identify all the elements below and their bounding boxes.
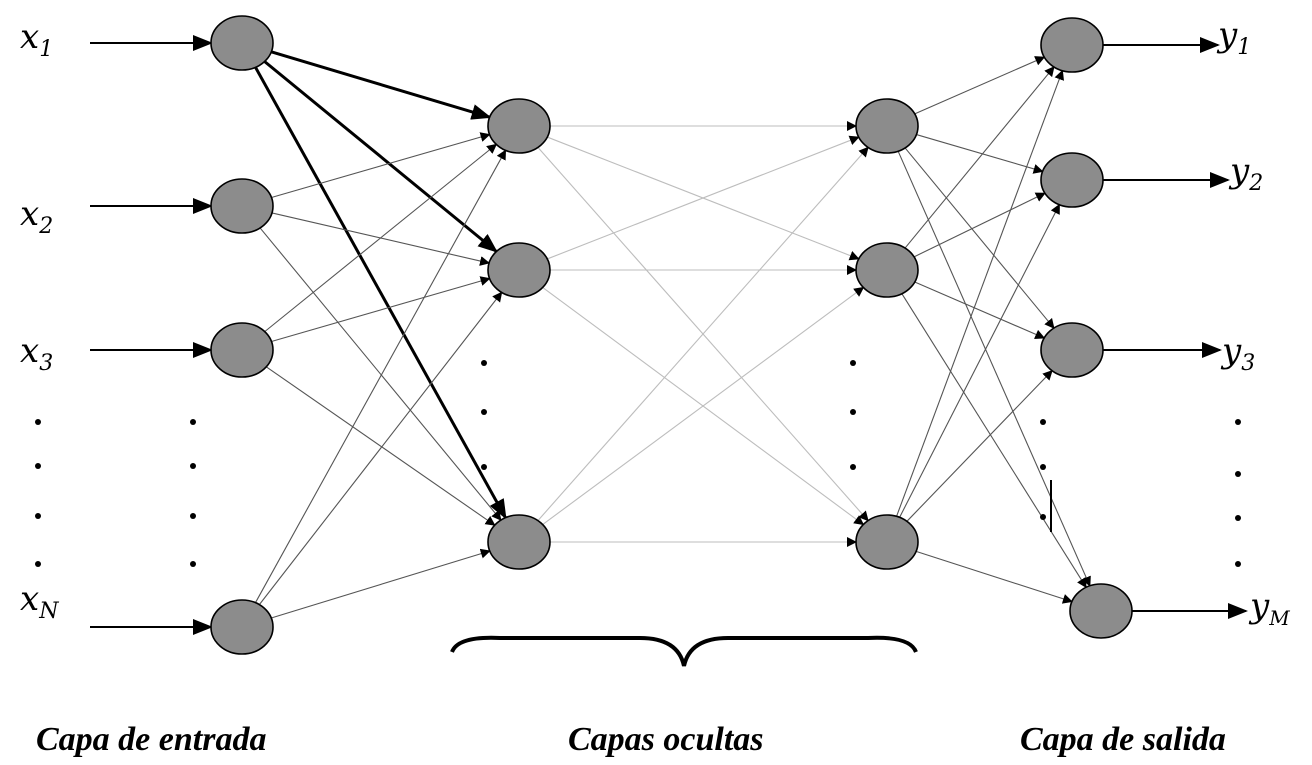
- output-labels-dot-2: [1235, 515, 1241, 521]
- output-labels-dot-3: [1235, 561, 1241, 567]
- output-label-m: yM: [1248, 586, 1290, 630]
- input-layer-dot-3: [190, 561, 196, 567]
- edge-in0-h1-0: [270, 50, 492, 120]
- ellipsis-dots: [35, 360, 1241, 567]
- input-labels-dot-0: [35, 419, 41, 425]
- hidden2-dot-0: [850, 360, 856, 366]
- io-arrows: [90, 35, 1248, 635]
- edge-h2-1-out1: [913, 192, 1046, 258]
- output-labels-dot-0: [1235, 419, 1241, 425]
- edge-in1-h1-2: [259, 227, 502, 521]
- edge-in3-h1-2: [271, 548, 491, 619]
- hidden2-dot-2: [850, 464, 856, 470]
- input-layer-dot-1: [190, 463, 196, 469]
- edge-h2-0-out0: [914, 56, 1046, 115]
- output-labels-dot-1: [1235, 471, 1241, 477]
- output-neuron-3: [1069, 583, 1133, 639]
- edge-h2-1-out3: [901, 293, 1087, 589]
- edge-in0-h1-2: [254, 66, 507, 520]
- output-layer-dot-2: [1040, 514, 1046, 520]
- output-label-2: y2: [1228, 151, 1263, 196]
- input-labels-dot-2: [35, 513, 41, 519]
- input-labels-dot-3: [35, 561, 41, 567]
- hidden1-neuron-2: [487, 514, 551, 570]
- edge-h2-0-out1: [916, 134, 1044, 174]
- hidden1-neuron-1: [487, 242, 551, 298]
- edge-h2-2-out0: [896, 69, 1064, 517]
- edge-in3-h1-0: [254, 149, 507, 603]
- connections: [254, 50, 1091, 619]
- edge-h2-2-out1: [899, 203, 1060, 518]
- edge-h1-2-h2-1: [542, 286, 865, 525]
- edge-in2-h1-2: [265, 366, 496, 526]
- edge-in2-h1-1: [271, 276, 491, 343]
- edge-h1-2-h2-0: [537, 146, 869, 521]
- input-layer-dot-2: [190, 513, 196, 519]
- input-layer-dot-0: [190, 419, 196, 425]
- input-neuron-3: [210, 599, 274, 655]
- input-label-2: x2: [20, 194, 53, 239]
- input-labels-dot-1: [35, 463, 41, 469]
- output-neuron-1: [1040, 152, 1104, 208]
- hidden1-dot-0: [481, 360, 487, 366]
- edge-in2-h1-0: [264, 143, 498, 333]
- hidden1-dot-2: [481, 464, 487, 470]
- input-label-1: x1: [20, 17, 53, 62]
- edge-in1-h1-0: [271, 132, 491, 199]
- input-layer-label: Capa de entrada: [36, 721, 266, 758]
- output-neuron-0: [1040, 17, 1104, 73]
- edge-h2-0-out3: [897, 150, 1091, 587]
- input-neuron-0: [210, 15, 274, 71]
- input-label-n: xN: [20, 579, 59, 624]
- input-neuron-2: [210, 322, 274, 378]
- hidden2-dot-1: [850, 409, 856, 415]
- edge-in0-h1-1: [263, 60, 498, 253]
- output-layer-label: Capa de salida: [1020, 721, 1226, 758]
- output-neuron-2: [1040, 322, 1104, 378]
- output-label-1: y1: [1216, 15, 1251, 60]
- input-neuron-1: [210, 178, 274, 234]
- hidden2-neuron-0: [855, 98, 919, 154]
- edge-h2-2-out3: [915, 550, 1073, 604]
- hidden2-neuron-2: [855, 514, 919, 570]
- output-label-3: y3: [1220, 331, 1255, 376]
- hidden-layers-brace: [450, 635, 918, 667]
- hidden1-neuron-0: [487, 98, 551, 154]
- edge-h1-1-h2-0: [547, 135, 860, 260]
- edge-h2-1-out0: [904, 66, 1055, 249]
- hidden1-dot-1: [481, 409, 487, 415]
- output-layer-dot-1: [1040, 464, 1046, 470]
- edge-h2-2-out2: [906, 369, 1053, 522]
- edge-h2-1-out2: [914, 281, 1046, 340]
- neurons: [210, 15, 1133, 655]
- input-label-3: x3: [20, 331, 53, 376]
- hidden-layers-label: Capas ocultas: [568, 721, 764, 758]
- edge-h2-0-out2: [904, 147, 1055, 329]
- edge-in3-h1-1: [258, 291, 503, 605]
- hidden2-neuron-1: [855, 242, 919, 298]
- output-layer-dot-0: [1040, 419, 1046, 425]
